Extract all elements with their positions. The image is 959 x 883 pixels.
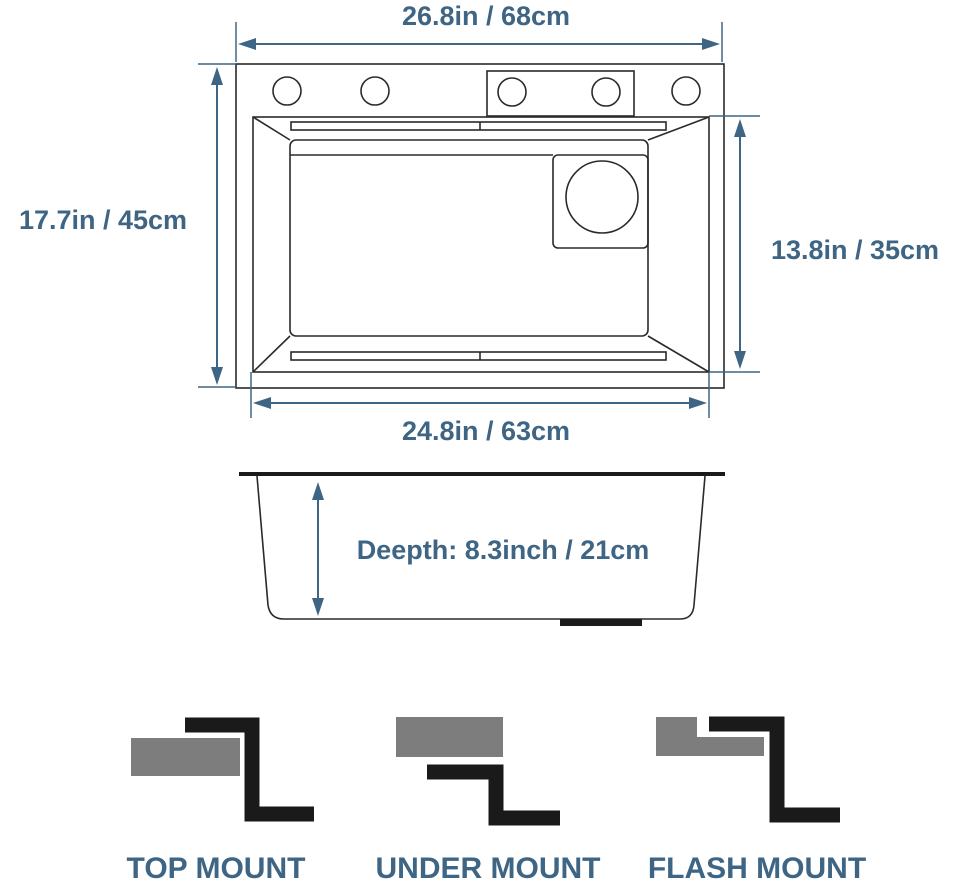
arrowhead	[211, 67, 223, 85]
arrowhead	[238, 38, 256, 50]
drain-circle	[565, 160, 639, 234]
under-mount-diagram	[396, 717, 560, 826]
countertop-block	[656, 717, 764, 756]
arrowhead	[702, 38, 720, 50]
bevel-line	[252, 116, 291, 141]
tap-hole	[272, 76, 302, 106]
label-flash-mount: FLASH MOUNT	[648, 852, 866, 883]
arrowhead	[734, 351, 746, 369]
dimension-lines	[198, 22, 760, 616]
drain-compartment	[552, 154, 649, 249]
arrowhead	[211, 367, 223, 385]
ledge-rail-bottom	[290, 351, 667, 361]
arrowhead	[734, 119, 746, 137]
sink-side-view	[239, 472, 725, 626]
countertop-block	[131, 738, 240, 776]
bevel-line	[252, 335, 291, 373]
faucet-plate	[486, 70, 635, 117]
arrowhead	[253, 397, 271, 409]
side-bowl-outline	[256, 475, 706, 620]
label-overall-width: 26.8in / 68cm	[402, 1, 570, 31]
bevel-line	[647, 116, 710, 141]
label-under-mount: UNDER MOUNT	[376, 852, 601, 883]
sink-outer-rim	[235, 63, 725, 389]
countertop-block	[396, 717, 503, 757]
label-basin-width: 24.8in / 63cm	[402, 416, 570, 446]
arrowhead	[312, 482, 324, 500]
tap-hole	[591, 77, 621, 107]
sink-edge-profile	[709, 716, 840, 823]
bevel-line	[647, 335, 710, 373]
arrowhead	[689, 397, 707, 409]
top-mount-diagram	[131, 717, 314, 822]
label-basin-depth: 13.8in / 35cm	[771, 235, 939, 265]
basin-floor	[289, 139, 649, 337]
sink-edge-profile	[185, 717, 314, 822]
tap-hole	[360, 76, 390, 106]
sink-edge-profile	[427, 764, 560, 826]
tap-hole	[497, 77, 527, 107]
drain-outlet	[560, 619, 642, 626]
basin-outer-edge	[252, 116, 710, 373]
tap-hole	[671, 76, 701, 106]
ledge-rail-top	[290, 121, 667, 131]
arrowhead	[312, 598, 324, 616]
flash-mount-diagram	[656, 716, 840, 823]
label-top-mount: TOP MOUNT	[127, 852, 306, 883]
label-bowl-depth: Deepth: 8.3inch / 21cm	[357, 535, 650, 565]
label-overall-depth: 17.7in / 45cm	[19, 205, 187, 235]
sink-top-view	[235, 63, 725, 389]
